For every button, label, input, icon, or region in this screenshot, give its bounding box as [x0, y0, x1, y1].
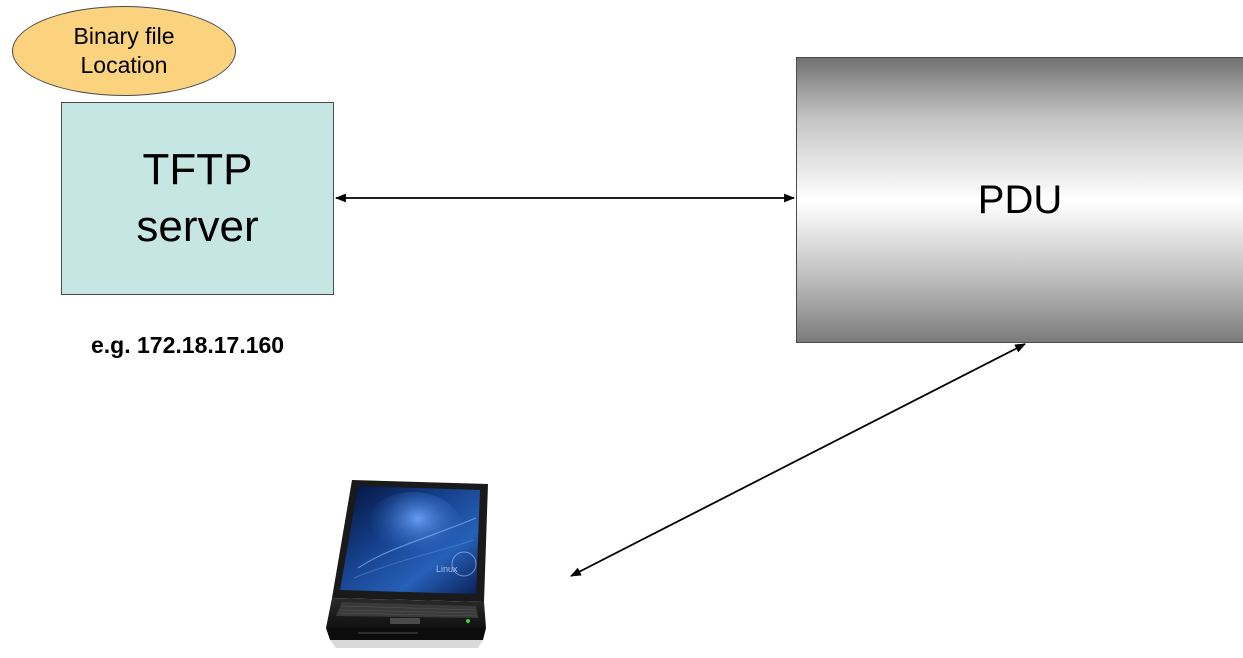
arrow-pdu-laptop: [570, 343, 1026, 577]
pdu-box: PDU: [796, 57, 1243, 343]
binary-file-label-line1: Binary file: [73, 22, 175, 49]
tftp-server-label-line1: TFTP: [142, 145, 253, 195]
svg-text:Linux: Linux: [436, 564, 458, 574]
tftp-server-label-line2: server: [136, 201, 259, 251]
ip-address-label: e.g. 172.18.17.160: [91, 332, 285, 358]
tftp-server-box: TFTP server: [61, 102, 334, 295]
binary-file-label-line2: Location: [80, 52, 168, 78]
binary-file-location-oval: Binary file Location: [12, 6, 236, 96]
laptop-icon: Linux: [326, 480, 488, 648]
pdu-label: PDU: [977, 177, 1063, 222]
